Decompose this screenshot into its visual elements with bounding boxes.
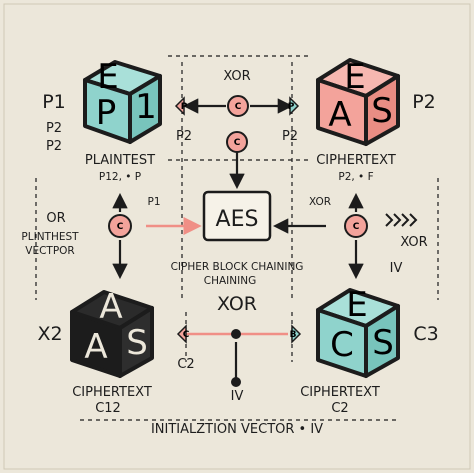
left-ciphertext-sub: C12 [95, 401, 121, 416]
cube-bottom-left: A A S [70, 287, 154, 378]
svg-text:C: C [235, 102, 242, 112]
p1-small: P1 [147, 196, 160, 208]
cube-top-right-letter-top: E [344, 57, 365, 97]
left-x2: X2 [37, 323, 62, 345]
cube-top-left-letter-side: 1 [135, 87, 157, 127]
left-ciphertext: CIPHERTEXT [72, 385, 152, 400]
cube-bottom-right: E C S [316, 285, 400, 378]
cbc-line-1: CIPHER BLOCK CHAINING [171, 261, 304, 273]
svg-text:C: C [234, 138, 241, 148]
cube-top-right-letter-side: S [371, 91, 393, 131]
left-plaintext-vector-2: VECTPOR [25, 245, 74, 257]
left-or: OR [46, 211, 65, 226]
right-ciphertext-bottom: CIPHERTEXT [300, 385, 380, 400]
bulb-top-left: P [174, 96, 188, 116]
chevrons [385, 213, 418, 227]
left-plaintext-vector-1: PLINTHEST [21, 231, 79, 243]
aes-block: AES [202, 190, 272, 242]
left-plaintext: PLAINTEST [85, 153, 155, 168]
svg-text:P: P [288, 102, 295, 112]
left-p2b: P2 [46, 139, 62, 154]
iv-bottom: IV [231, 389, 244, 404]
right-ciphertext: CIPHERTEXT [316, 153, 396, 168]
right-ciphertext-sub: P2, • F [338, 171, 373, 183]
cube-top-left-letter-top: E [97, 57, 118, 97]
cube-top-left: E P 1 [83, 57, 162, 144]
bulb-top-center: C [227, 95, 249, 117]
arrows [112, 98, 364, 380]
outer-frame [3, 3, 471, 470]
xor-top-label: XOR [223, 69, 250, 84]
bulb-right-mid: C [344, 214, 368, 238]
bulb-bottom-right: B [290, 324, 302, 344]
svg-text:C: C [353, 222, 360, 232]
cbc-line-2: CHAINING [204, 275, 256, 287]
cube-bottom-right-letter-front: C [330, 325, 354, 365]
bulb-center-below: C [226, 131, 248, 153]
bulb-bottom-center [231, 329, 241, 387]
cube-bottom-left-letter-side: S [126, 323, 148, 363]
cube-top-right: E A S [316, 57, 400, 146]
right-p2: P2 [412, 91, 436, 113]
svg-text:B: B [290, 330, 297, 340]
bulb-left-mid: C [108, 214, 132, 238]
aes-label: AES [216, 207, 259, 232]
cube-top-right-letter-front: A [328, 95, 351, 135]
bulbs: P C P C C C C B [108, 95, 368, 387]
cube-bottom-right-letter-top: E [346, 285, 367, 325]
right-ciphertext-bottom-sub: C2 [331, 401, 348, 416]
svg-text:C: C [183, 330, 190, 340]
svg-text:C: C [117, 222, 124, 232]
right-c3: C3 [413, 323, 438, 345]
left-p2a: P2 [46, 121, 62, 136]
p2-small-left: P2 [176, 129, 192, 144]
cube-top-left-letter-front: P [96, 93, 117, 133]
labels: XOR P2 P2 P1 XOR CIPHER BLOCK CHAINING C… [21, 69, 438, 437]
footer-label: INITIALZTION VECTOR • IV [151, 422, 323, 437]
cube-bottom-left-letter-front: A [84, 327, 107, 367]
bulb-top-right: P [288, 96, 300, 116]
right-iv: IV [390, 261, 403, 276]
p2-small-right: P2 [282, 129, 298, 144]
cube-bottom-right-letter-side: S [372, 323, 394, 363]
bulb-bottom-left: C [176, 324, 190, 344]
xor-right-small: XOR [309, 196, 331, 208]
left-plaintext-sub: P12, • P [99, 171, 141, 183]
svg-text:P: P [181, 102, 188, 112]
left-p1: P1 [42, 91, 66, 113]
right-xor: XOR [400, 235, 427, 250]
c2-bottom: C2 [177, 357, 194, 372]
xor-mid-label: XOR [217, 293, 257, 315]
cube-bottom-left-letter-top: A [99, 287, 122, 327]
